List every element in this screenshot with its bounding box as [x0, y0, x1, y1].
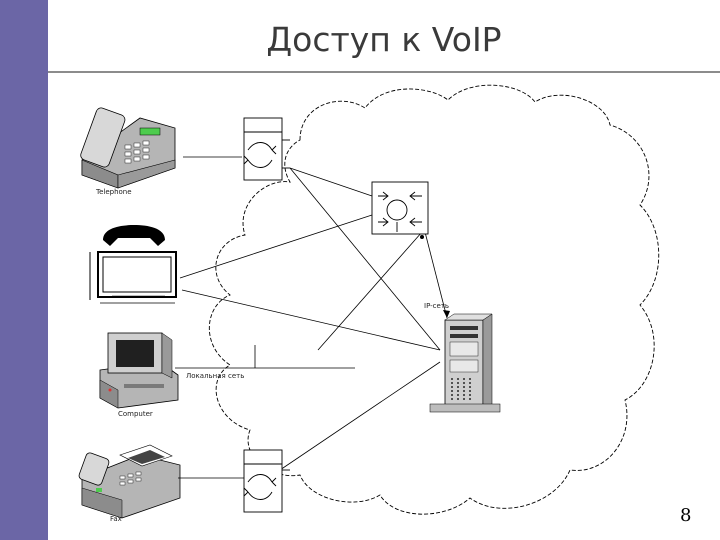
arrow-head [443, 310, 450, 318]
ip-network-cloud [208, 84, 660, 515]
display-monitor [89, 251, 177, 304]
fax-machine: Fax [78, 444, 181, 523]
page-number: 8 [680, 505, 692, 526]
slide-sidebar [0, 0, 48, 540]
title-rule [48, 71, 720, 73]
slide-title: Доступ к VoIP [266, 20, 502, 59]
handset-icon [103, 225, 165, 246]
ip-network-label: IP-сеть [424, 302, 449, 310]
fax-label: Fax [110, 515, 122, 523]
server [429, 313, 501, 413]
connection-lines [175, 156, 448, 471]
router [371, 181, 429, 235]
telephone: Telephone [80, 107, 176, 196]
computer: Computer [99, 332, 179, 418]
computer-label: Computer [118, 410, 153, 418]
telephone-label: Telephone [95, 188, 132, 196]
gateway-top [243, 117, 290, 181]
local-network-label: Локальная сеть [186, 372, 244, 380]
gateway-bottom [243, 449, 290, 513]
line-junction [420, 235, 424, 239]
